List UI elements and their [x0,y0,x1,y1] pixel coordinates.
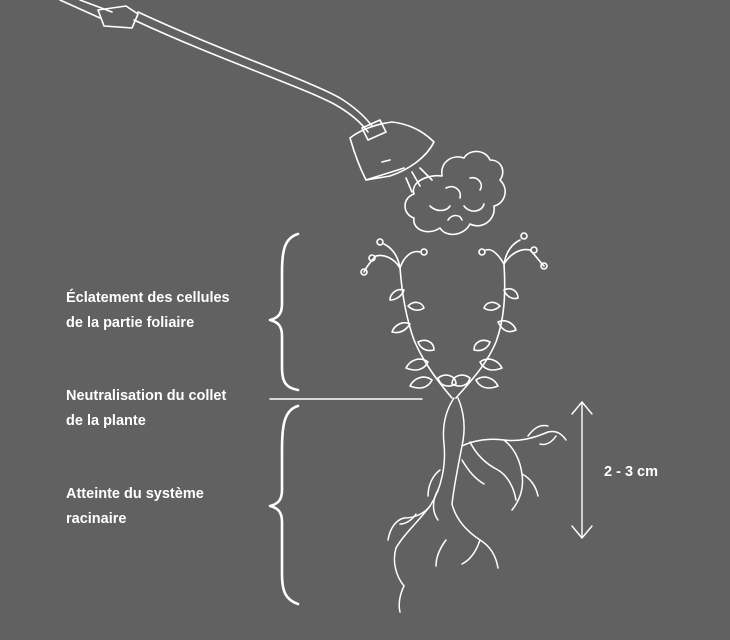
brace-foliar [268,232,300,392]
label-collar-line1: Neutralisation du collet [66,388,227,404]
steam-cloud-icon [404,150,506,236]
label-foliar-cells: Éclatement des cellules de la partie fol… [66,286,266,336]
label-plant-collar: Neutralisation du collet de la plante [66,384,266,434]
label-collar-line2: de la plante [66,413,146,429]
roots-icon [387,397,567,613]
plant-icon [360,232,548,399]
label-foliar-line2: de la partie foliaire [66,315,195,331]
label-root-line1: Atteinte du système [66,486,204,502]
depth-arrow [571,401,593,539]
label-root-system: Atteinte du système racinaire [66,482,266,532]
steam-lance-icon [59,0,435,193]
brace-root [268,404,300,606]
label-root-line2: racinaire [66,511,127,527]
depth-label: 2 - 3 cm [604,464,658,480]
label-foliar-line1: Éclatement des cellules [66,290,230,306]
